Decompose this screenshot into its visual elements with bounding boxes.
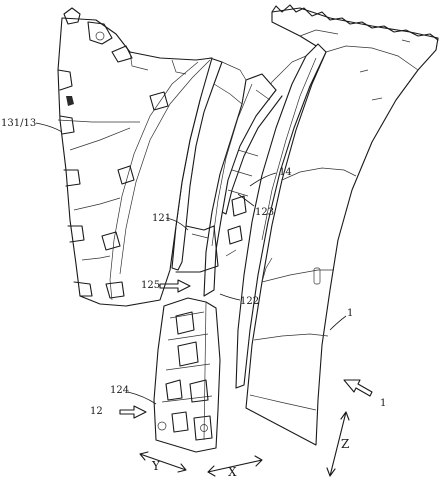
axis-y-arrow [139,451,187,473]
axis-indicators [139,411,350,477]
direction-arrows [119,279,373,419]
arrow-1 [343,379,373,397]
axis-z-arrow [326,411,350,477]
label-123: 123 [255,207,274,218]
axis-y-label: Y [151,459,161,473]
arrow-12 [119,405,147,419]
axis-z-label: Z [341,437,349,451]
part-124-12-lower-bracket [153,297,221,453]
label-1-lower: 1 [380,398,386,409]
label-122: 122 [240,296,259,307]
part-labels: 131/13 14 121 123 125 122 1 124 12 1 Y X… [1,118,386,479]
part-1-outer-panel [245,4,439,446]
label-14: 14 [279,167,292,178]
label-1-upper: 1 [347,308,353,319]
part-131-13-frame [57,7,213,307]
label-121: 121 [152,213,171,224]
part-122-123-mid-bracket [203,73,277,297]
label-125: 125 [141,280,160,291]
label-124: 124 [110,385,129,396]
label-12: 12 [90,406,103,417]
label-131-13: 131/13 [1,118,36,129]
arrow-125 [159,279,191,293]
leader-lines [35,122,347,405]
axis-x-label: X [228,465,237,479]
axis-x-arrow [207,455,263,477]
